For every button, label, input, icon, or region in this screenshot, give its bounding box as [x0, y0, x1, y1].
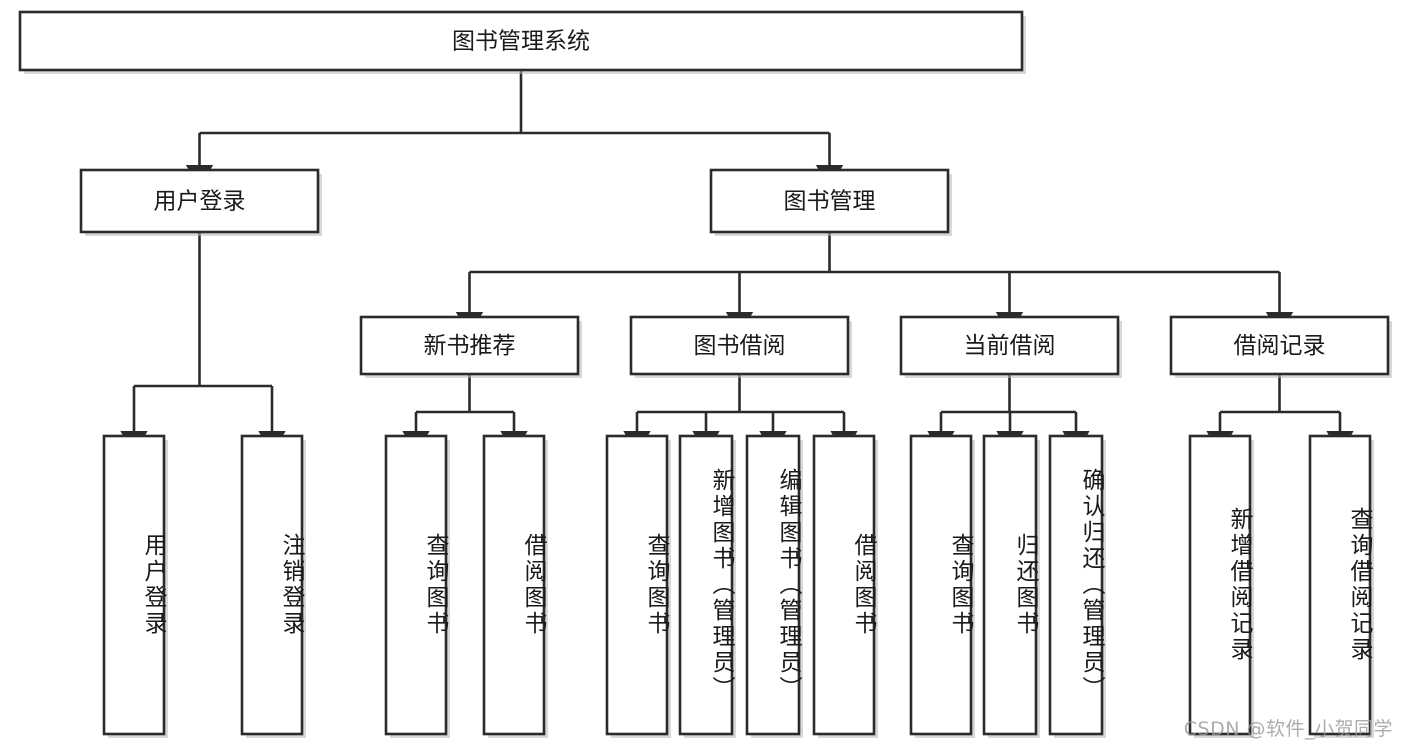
node-book-borrow[interactable]: 图书借阅	[629, 315, 852, 378]
leaf-leaf-borrow-book[interactable]	[812, 434, 878, 738]
leaf-leaf-query-book-cur[interactable]	[909, 434, 975, 738]
watermark-text: CSDN @软件_小贺同学	[1183, 718, 1393, 740]
leaf-leaf-add-book[interactable]	[678, 434, 736, 738]
node-label: 当前借阅	[964, 333, 1056, 359]
leaf-leaf-add-record[interactable]	[1188, 434, 1254, 738]
node-current-borrow[interactable]: 当前借阅	[899, 315, 1122, 378]
node-label: 新书推荐	[424, 333, 516, 359]
node-label: 图书管理系统	[452, 29, 590, 55]
node-borrow-record[interactable]: 借阅记录	[1169, 315, 1392, 378]
leaf-leaf-return-book[interactable]	[982, 434, 1040, 738]
node-label: 图书管理	[784, 189, 876, 215]
node-book-manage[interactable]: 图书管理	[709, 168, 952, 236]
node-label: 图书借阅	[694, 333, 786, 359]
leaf-leaf-confirm-return[interactable]	[1048, 434, 1106, 738]
leaf-leaf-user-logout[interactable]	[240, 434, 306, 738]
node-label: 借阅记录	[1234, 333, 1326, 359]
node-label: 用户登录	[154, 189, 246, 215]
leaf-leaf-query-book[interactable]	[605, 434, 671, 738]
node-new-book-rec[interactable]: 新书推荐	[359, 315, 582, 378]
leaf-leaf-user-login[interactable]	[102, 434, 168, 738]
node-root-root[interactable]: 图书管理系统	[18, 10, 1026, 74]
leaf-leaf-edit-book[interactable]	[745, 434, 803, 738]
leaf-leaf-query-record[interactable]	[1308, 434, 1374, 738]
leaf-leaf-query-book-rec[interactable]	[384, 434, 450, 738]
connector-edges	[120, 70, 1354, 455]
leaf-leaf-borrow-book-rec[interactable]	[482, 434, 548, 738]
node-user-login[interactable]: 用户登录	[79, 168, 322, 236]
